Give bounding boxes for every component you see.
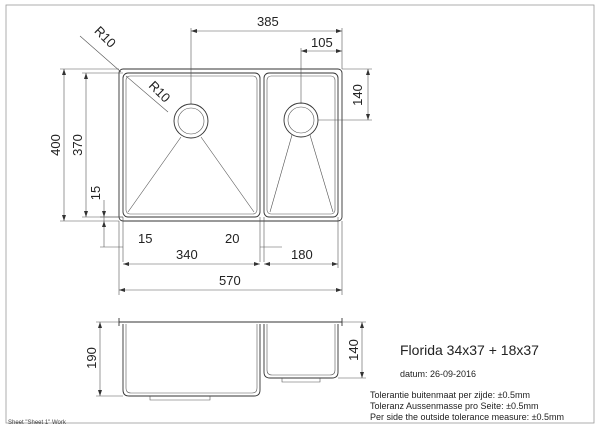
dim-outer-height-label: 400 [48,134,63,156]
dim-top-width-label: 385 [257,14,279,29]
dim-side-depth-right-label: 140 [346,339,361,361]
dim-total-width: 570 [119,273,342,292]
tolerance-german: Toleranz Aussenmasse pro Seite: ±0.5mm [370,401,539,411]
right-bowl-profile [263,324,339,379]
sink-side-view [118,318,343,401]
radius-inner-leader [125,75,169,113]
dim-right-offset-label: 105 [311,35,333,50]
left-drain-inner [177,107,205,135]
dim-right-height-label: 140 [350,84,365,106]
tolerance-english: Per side the outside tolerance measure: … [370,412,564,422]
dim-right-height: 140 [318,68,372,121]
page-frame [5,4,595,424]
left-fold-line-1 [127,136,182,213]
radius-outer-leader [79,35,122,73]
sheet-label: Sheet "Sheet 1" Work [8,420,67,426]
right-fold-line-2 [309,134,334,213]
dim-gap-label: 20 [225,231,239,246]
left-bowl-inner [125,75,258,215]
right-drain-inner [287,106,315,134]
dim-margins: 15 20 [100,217,343,295]
sink-outer-rim [118,68,343,222]
dim-bottom-offset: 15 [88,186,123,247]
dim-side-depth-left: 190 [84,321,123,397]
radius-callouts: R10 R10 [79,23,173,113]
drawing-date: datum: 26-09-2016 [400,369,476,379]
drawing-title: Florida 34x37 + 18x37 [400,342,539,358]
dim-top-width: 385 [190,14,343,104]
right-drain-outer [283,102,319,138]
right-fold-line-1 [269,134,293,213]
dim-side-depth-right: 140 [338,321,366,379]
dim-right-offset: 105 [300,35,342,104]
radius-inner-label: R10 [146,78,173,105]
left-fold-line-2 [200,136,255,213]
dim-bottom-offset-label: 15 [88,186,103,200]
title-block: Florida 34x37 + 18x37 datum: 26-09-2016 … [370,342,564,422]
dim-outer-height: 400 [48,68,119,222]
dim-right-bowl-width-label: 180 [291,247,313,262]
left-bowl-profile [122,324,261,397]
dim-left-margin-label: 15 [138,231,152,246]
dim-total-width-label: 570 [219,273,241,288]
left-drain-outer [173,103,209,139]
left-bowl-outer [122,72,261,218]
dim-inner-height-label: 370 [70,134,85,156]
tolerance-dutch: Tolerantie buitenmaat per zijde: ±0.5mm [370,390,530,400]
dim-bowl-widths: 340 180 [123,217,339,268]
dim-inner-height: 370 [70,72,123,218]
radius-outer-label: R10 [92,23,119,50]
dim-left-bowl-width-label: 340 [176,247,198,262]
dim-side-depth-left-label: 190 [84,347,99,369]
